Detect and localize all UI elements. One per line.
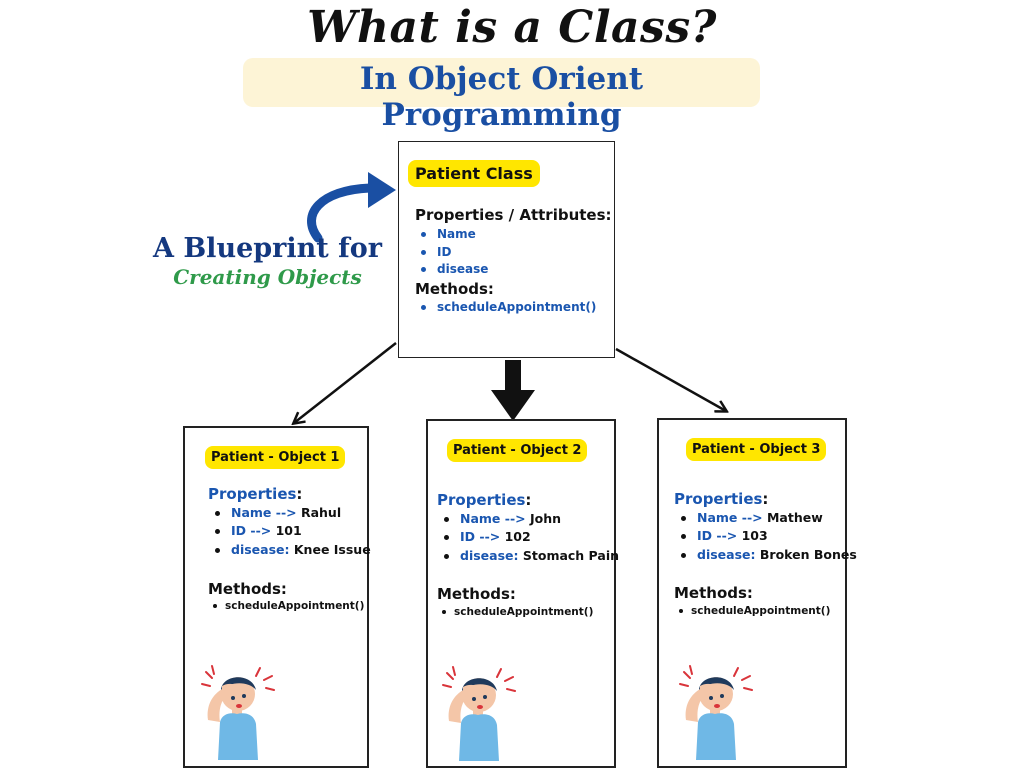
- property-key: Name -->: [460, 511, 526, 526]
- object-property-item: ID --> 102: [438, 528, 619, 546]
- object-method-item: scheduleAppointment(): [673, 604, 830, 618]
- object-properties-label: Properties: [437, 491, 526, 509]
- class-property-item: Name: [415, 226, 488, 244]
- object-property-item: ID --> 103: [675, 527, 857, 545]
- property-value: Knee Issue: [293, 541, 371, 557]
- properties-heading: Properties / Attributes:: [415, 206, 612, 224]
- class-method-item: scheduleAppointment(): [415, 299, 596, 317]
- object-properties-list: Name --> Rahul ID --> 101 disease: Knee …: [209, 504, 371, 559]
- property-value: 103: [741, 528, 768, 544]
- curved-arrow-icon: [307, 172, 396, 243]
- property-value: 102: [504, 529, 531, 545]
- property-value: Stomach Pain: [522, 547, 620, 563]
- property-key: Name -->: [231, 505, 297, 520]
- object-box-3: Patient - Object 3 Properties: Name --> …: [657, 418, 857, 768]
- object-methods-heading: Methods:: [674, 584, 753, 602]
- object-properties-heading: Properties:: [437, 491, 532, 509]
- class-tag: Patient Class: [408, 160, 540, 187]
- blueprint-subheading: Creating Objects: [173, 265, 362, 289]
- sick-patient-illustration: [679, 665, 753, 760]
- object-properties-label: Properties: [208, 485, 297, 503]
- property-key: disease:: [697, 546, 756, 562]
- object-methods-list: scheduleAppointment(): [436, 605, 593, 619]
- property-key: disease:: [460, 547, 519, 563]
- object-box-2: Patient - Object 2 Properties: Name --> …: [426, 419, 619, 768]
- object-properties-list: Name --> John ID --> 102 disease: Stomac…: [438, 510, 619, 565]
- arrow-to-object-3: [615, 347, 726, 411]
- object-box-1: Patient - Object 1 Properties: Name --> …: [183, 426, 371, 768]
- class-property-item: ID: [415, 244, 488, 262]
- object-properties-label: Properties: [674, 490, 763, 508]
- sick-patient-illustration: [442, 666, 516, 761]
- object-methods-list: scheduleAppointment(): [673, 604, 830, 618]
- page-subtitle: In Object Orient Programming: [359, 61, 644, 133]
- object-property-item: Name --> Mathew: [675, 509, 857, 527]
- sick-patient-illustration: [201, 665, 275, 760]
- object-methods-heading: Methods:: [437, 585, 516, 603]
- arrow-to-object-1: [294, 342, 397, 423]
- methods-heading: Methods:: [415, 280, 494, 298]
- class-property-item: disease: [415, 261, 488, 279]
- object-properties-heading: Properties:: [674, 490, 769, 508]
- object-property-item: Name --> John: [438, 510, 619, 528]
- property-key: ID -->: [231, 523, 272, 539]
- class-properties-list: Name ID disease: [415, 226, 488, 279]
- class-methods-list: scheduleAppointment(): [415, 299, 596, 317]
- object-property-item: disease: Knee Issue: [209, 541, 371, 559]
- subtitle-highlight: [243, 58, 760, 107]
- class-box: Patient Class Properties / Attributes: N…: [398, 141, 615, 358]
- property-key: ID -->: [460, 529, 501, 545]
- property-value: Rahul: [300, 505, 342, 520]
- property-key: Name -->: [697, 510, 763, 525]
- page-title: What is a Class?: [307, 2, 717, 53]
- object-property-item: disease: Broken Bones: [675, 546, 857, 564]
- property-value: Mathew: [766, 510, 823, 525]
- object-property-item: Name --> Rahul: [209, 504, 371, 522]
- object-methods-list: scheduleAppointment(): [207, 599, 364, 613]
- property-value: Broken Bones: [759, 546, 857, 562]
- object-properties-heading: Properties:: [208, 485, 303, 503]
- object-property-item: ID --> 101: [209, 522, 371, 540]
- blueprint-heading: A Blueprint for: [153, 233, 382, 264]
- object-method-item: scheduleAppointment(): [207, 599, 364, 613]
- down-arrow-icon: [491, 360, 535, 421]
- object-property-item: disease: Stomach Pain: [438, 547, 619, 565]
- object-method-item: scheduleAppointment(): [436, 605, 593, 619]
- object-tag: Patient - Object 2: [447, 439, 588, 462]
- object-methods-heading: Methods:: [208, 580, 287, 598]
- property-key: disease:: [231, 541, 290, 557]
- property-key: ID -->: [697, 528, 738, 544]
- property-value: 101: [275, 523, 302, 539]
- object-tag: Patient - Object 1: [205, 446, 346, 469]
- object-tag: Patient - Object 3: [686, 438, 827, 461]
- property-value: John: [529, 511, 562, 526]
- object-properties-list: Name --> Mathew ID --> 103 disease: Brok…: [675, 509, 857, 564]
